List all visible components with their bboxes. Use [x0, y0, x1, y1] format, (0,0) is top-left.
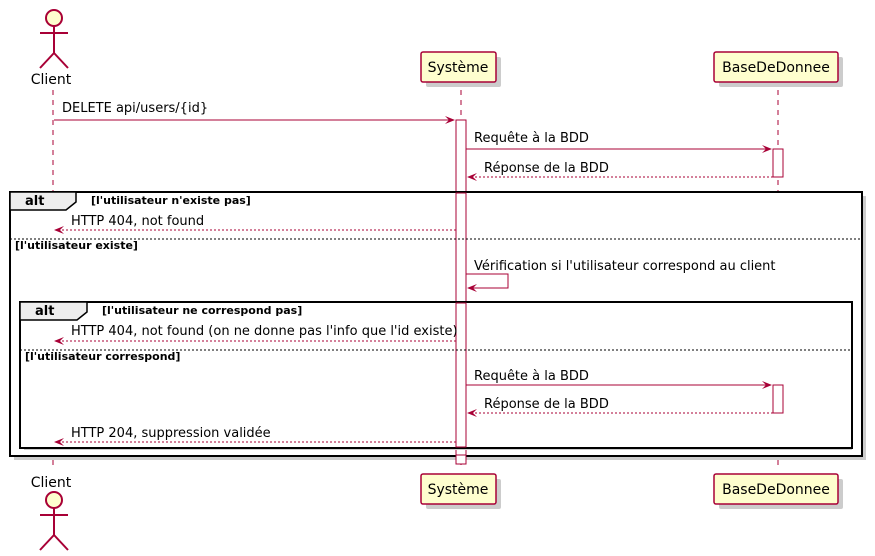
- actor-client-label-top: Client: [31, 72, 72, 88]
- message-delete-label: DELETE api/users/{id}: [62, 101, 208, 116]
- message-requete-2-label: Requête à la BDD: [474, 369, 589, 384]
- message-verification-arrow: [466, 273, 509, 292]
- alt-keyword-inner: alt: [35, 304, 54, 319]
- participant-bdd-bottom: [713, 473, 839, 505]
- alt-tab-inner: [19, 301, 88, 321]
- alt-guard-inner-2: [l'utilisateur correspond]: [25, 350, 180, 363]
- alt-guard-outer-2: [l'utilisateur existe]: [15, 239, 138, 252]
- participant-systeme-label-top: Système: [428, 60, 489, 76]
- message-reponse-2-label: Réponse de la BDD: [484, 397, 609, 412]
- participant-bdd-top: [713, 51, 839, 83]
- alt-guard-inner-1: [l'utilisateur ne correspond pas]: [102, 304, 302, 317]
- message-reponse-1-label: Réponse de la BDD: [484, 161, 609, 176]
- message-404-hidden-label: HTTP 404, not found (on ne donne pas l'i…: [71, 324, 458, 339]
- actor-client-label-bottom: Client: [31, 475, 72, 491]
- participant-systeme-bottom: [420, 473, 497, 505]
- alt-keyword-outer: alt: [25, 194, 44, 209]
- participant-systeme-label-bottom: Système: [428, 482, 489, 498]
- message-verification-label: Vérification si l'utilisateur correspond…: [474, 259, 776, 274]
- alt-tab-outer: [9, 191, 77, 211]
- participant-systeme-top: [420, 51, 497, 83]
- message-204-label: HTTP 204, suppression validée: [71, 426, 271, 441]
- alt-frame-inner: [19, 301, 853, 449]
- participant-bdd-label-bottom: BaseDeDonnee: [722, 482, 830, 498]
- actor-client-top: [39, 9, 69, 69]
- activation-bdd-1: [772, 148, 784, 178]
- alt-frame-outer: [9, 191, 863, 457]
- message-404-label: HTTP 404, not found: [71, 214, 204, 229]
- participant-bdd-label-top: BaseDeDonnee: [722, 60, 830, 76]
- message-requete-1-label: Requête à la BDD: [474, 131, 589, 146]
- alt-guard-outer-1: [l'utilisateur n'existe pas]: [91, 194, 251, 207]
- actor-client-bottom: [39, 491, 69, 551]
